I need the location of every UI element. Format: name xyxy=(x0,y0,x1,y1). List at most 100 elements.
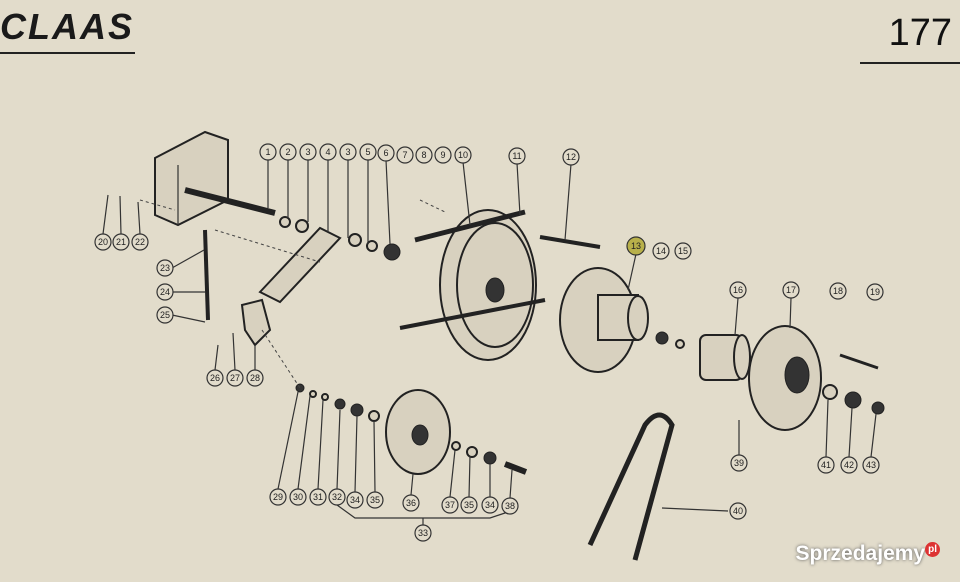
part-label: 8 xyxy=(415,146,433,164)
part-label: 29 xyxy=(269,488,287,506)
part-label: 2 xyxy=(279,143,297,161)
svg-text:3: 3 xyxy=(345,147,350,157)
page-number: 177 xyxy=(888,12,952,54)
part-label: 42 xyxy=(840,456,858,474)
part-label: 28 xyxy=(246,369,264,387)
svg-text:29: 29 xyxy=(273,492,283,502)
svg-text:9: 9 xyxy=(440,150,445,160)
svg-text:23: 23 xyxy=(160,263,170,273)
part-label: 40 xyxy=(729,502,747,520)
part-label: 3 xyxy=(339,143,357,161)
svg-text:26: 26 xyxy=(210,373,220,383)
svg-text:13: 13 xyxy=(631,241,641,251)
svg-text:2: 2 xyxy=(285,147,290,157)
part-label: 18 xyxy=(829,282,847,300)
part-label: 9 xyxy=(434,146,452,164)
svg-text:10: 10 xyxy=(458,150,468,160)
part-label: 6 xyxy=(377,144,395,162)
main-pulley xyxy=(399,209,601,361)
svg-text:28: 28 xyxy=(250,373,260,383)
part-label: 12 xyxy=(562,148,580,166)
washer xyxy=(675,339,685,349)
svg-text:39: 39 xyxy=(734,458,744,468)
claas-logo: CLAAS xyxy=(0,6,134,47)
svg-text:34: 34 xyxy=(350,495,360,505)
part-label: 38 xyxy=(501,497,519,515)
leader-lines xyxy=(102,159,877,525)
svg-text:42: 42 xyxy=(844,460,854,470)
svg-text:43: 43 xyxy=(866,460,876,470)
svg-text:38: 38 xyxy=(505,501,515,511)
part-label: 33 xyxy=(414,524,432,542)
svg-text:34: 34 xyxy=(485,500,495,510)
svg-text:41: 41 xyxy=(821,460,831,470)
part-label: 16 xyxy=(729,281,747,299)
part-label: 27 xyxy=(226,369,244,387)
svg-text:27: 27 xyxy=(230,373,240,383)
variator-pulley xyxy=(748,325,822,431)
idler-pulley xyxy=(385,389,451,475)
part-label: 35 xyxy=(366,491,384,509)
svg-text:18: 18 xyxy=(833,286,843,296)
washers-lower xyxy=(295,383,528,475)
hub-disk xyxy=(559,267,649,373)
part-label: 31 xyxy=(309,488,327,506)
part-label: 43 xyxy=(862,456,880,474)
svg-text:40: 40 xyxy=(733,506,743,516)
watermark-text: Sprzedajemy xyxy=(795,542,926,565)
svg-text:30: 30 xyxy=(293,492,303,502)
svg-text:17: 17 xyxy=(786,285,796,295)
watermark-suffix: pl xyxy=(925,542,940,557)
svg-text:22: 22 xyxy=(135,237,145,247)
part-label: 34 xyxy=(481,496,499,514)
washers-upper xyxy=(279,216,401,261)
svg-text:24: 24 xyxy=(160,287,170,297)
part-label: 21 xyxy=(112,233,130,251)
part-label: 39 xyxy=(730,454,748,472)
svg-text:31: 31 xyxy=(313,492,323,502)
part-label: 20 xyxy=(94,233,112,251)
svg-text:37: 37 xyxy=(445,500,455,510)
rod xyxy=(203,229,210,321)
part-label: 5 xyxy=(359,143,377,161)
svg-text:19: 19 xyxy=(870,287,880,297)
part-label: 35 xyxy=(460,496,478,514)
svg-text:11: 11 xyxy=(512,151,521,161)
svg-text:15: 15 xyxy=(678,246,688,256)
part-label: 11 xyxy=(508,147,526,165)
svg-text:35: 35 xyxy=(370,495,380,505)
part-label: 23 xyxy=(156,259,174,277)
header-divider xyxy=(0,52,135,54)
part-label: 15 xyxy=(674,242,692,260)
svg-text:12: 12 xyxy=(566,152,576,162)
part-label: 26 xyxy=(206,369,224,387)
page-number-divider xyxy=(860,62,960,64)
svg-text:25: 25 xyxy=(160,310,170,320)
part-label: 1 xyxy=(259,143,277,161)
part-label: 32 xyxy=(328,488,346,506)
svg-text:32: 32 xyxy=(332,492,342,502)
part-label: 36 xyxy=(402,494,420,512)
part-label: 24 xyxy=(156,283,174,301)
sleeve xyxy=(699,334,751,381)
mounting-bracket xyxy=(154,130,229,227)
svg-text:21: 21 xyxy=(116,237,126,247)
svg-text:6: 6 xyxy=(383,148,388,158)
shaft xyxy=(184,187,276,216)
svg-text:20: 20 xyxy=(98,237,108,247)
small-bracket xyxy=(240,298,272,347)
svg-text:1: 1 xyxy=(265,147,270,157)
part-label: 37 xyxy=(441,496,459,514)
part-label: 7 xyxy=(396,146,414,164)
part-label: 10 xyxy=(454,146,472,164)
washers-right xyxy=(822,353,885,415)
part-label: 19 xyxy=(866,283,884,301)
svg-text:33: 33 xyxy=(418,528,428,538)
svg-text:14: 14 xyxy=(656,246,666,256)
part-label: 41 xyxy=(817,456,835,474)
bearing xyxy=(655,331,669,345)
part-label: 34 xyxy=(346,491,364,509)
part-label: 14 xyxy=(652,242,670,260)
